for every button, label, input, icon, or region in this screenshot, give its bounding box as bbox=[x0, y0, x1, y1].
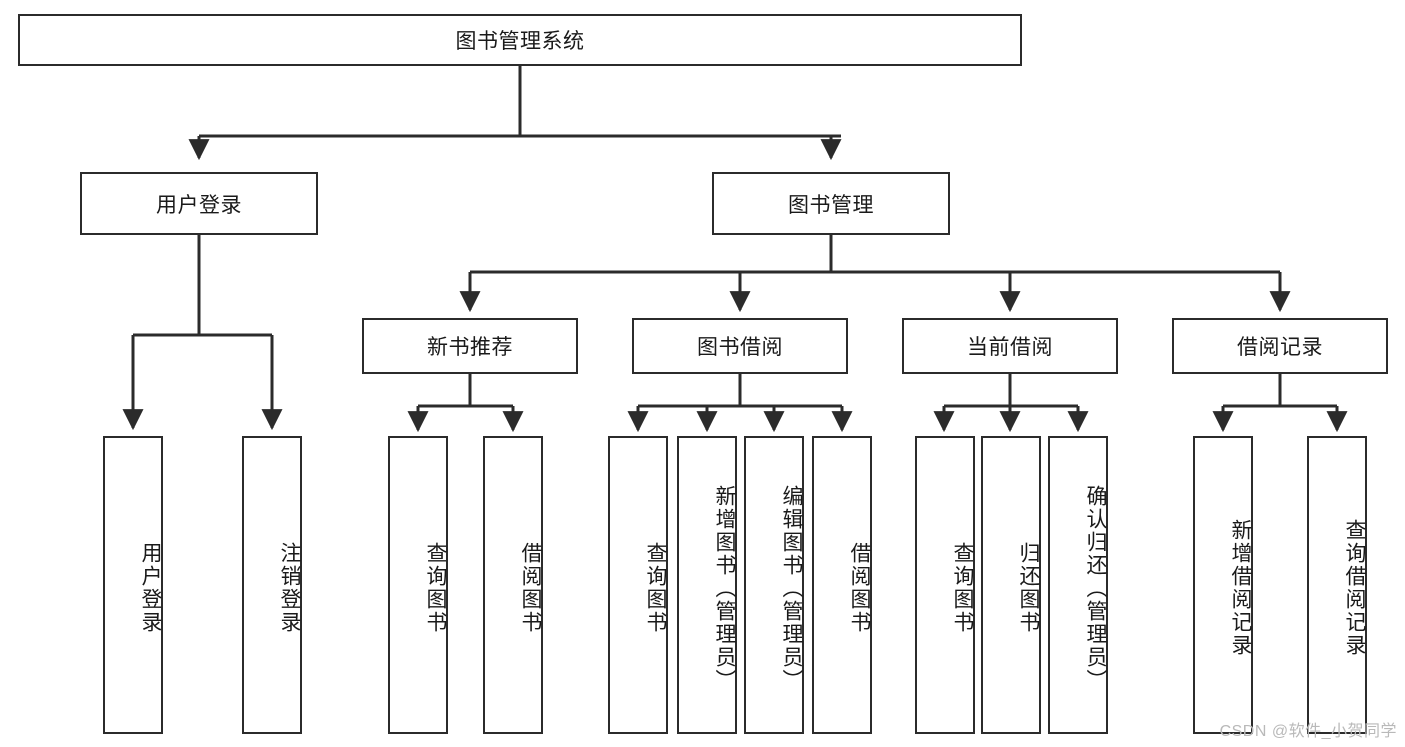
node-label: 用户登录 bbox=[156, 193, 242, 217]
node-label: 当前借阅 bbox=[967, 336, 1053, 359]
node-label: 借阅图书 bbox=[519, 542, 542, 634]
node-label: 用户登录 bbox=[139, 542, 162, 634]
leaf-confirm-return-admin[interactable]: 确认归还（管理员） bbox=[1048, 436, 1108, 734]
node-label: 查询图书 bbox=[644, 542, 667, 634]
node-label: 编辑图书（管理员） bbox=[780, 484, 803, 692]
leaf-query-book-borrow[interactable]: 查询图书 bbox=[608, 436, 668, 734]
node-label: 图书管理 bbox=[788, 193, 874, 217]
node-label: 新书推荐 bbox=[427, 336, 513, 359]
node-label: 图书借阅 bbox=[697, 336, 783, 359]
leaf-borrow-book-new[interactable]: 借阅图书 bbox=[483, 436, 543, 734]
leaf-user-login[interactable]: 用户登录 bbox=[103, 436, 163, 734]
leaf-query-book-current[interactable]: 查询图书 bbox=[915, 436, 975, 734]
node-label: 确认归还（管理员） bbox=[1084, 484, 1107, 692]
node-label: 图书管理系统 bbox=[455, 30, 585, 53]
node-user-login[interactable]: 用户登录 bbox=[80, 172, 318, 235]
node-label: 查询图书 bbox=[951, 542, 974, 634]
node-label: 新增图书（管理员） bbox=[713, 484, 736, 692]
leaf-edit-book-admin[interactable]: 编辑图书（管理员） bbox=[744, 436, 804, 734]
node-new-book-recommend[interactable]: 新书推荐 bbox=[362, 318, 578, 374]
node-label: 查询图书 bbox=[424, 542, 447, 634]
node-label: 借阅记录 bbox=[1237, 336, 1323, 359]
node-borrow-record[interactable]: 借阅记录 bbox=[1172, 318, 1388, 374]
node-current-borrow[interactable]: 当前借阅 bbox=[902, 318, 1118, 374]
node-label: 查询借阅记录 bbox=[1343, 519, 1366, 657]
node-book-borrow[interactable]: 图书借阅 bbox=[632, 318, 848, 374]
leaf-borrow-book[interactable]: 借阅图书 bbox=[812, 436, 872, 734]
node-label: 新增借阅记录 bbox=[1229, 519, 1252, 657]
node-label: 注销登录 bbox=[278, 542, 301, 634]
csdn-watermark: CSDN @软件_小贺同学 bbox=[1219, 723, 1397, 740]
node-book-management[interactable]: 图书管理 bbox=[712, 172, 950, 235]
leaf-return-book[interactable]: 归还图书 bbox=[981, 436, 1041, 734]
leaf-add-borrow-record[interactable]: 新增借阅记录 bbox=[1193, 436, 1253, 734]
node-label: 借阅图书 bbox=[848, 542, 871, 634]
node-label: 归还图书 bbox=[1017, 542, 1040, 634]
leaf-logout[interactable]: 注销登录 bbox=[242, 436, 302, 734]
leaf-add-book-admin[interactable]: 新增图书（管理员） bbox=[677, 436, 737, 734]
leaf-query-book-new[interactable]: 查询图书 bbox=[388, 436, 448, 734]
leaf-query-borrow-record[interactable]: 查询借阅记录 bbox=[1307, 436, 1367, 734]
node-root-system[interactable]: 图书管理系统 bbox=[18, 14, 1022, 66]
